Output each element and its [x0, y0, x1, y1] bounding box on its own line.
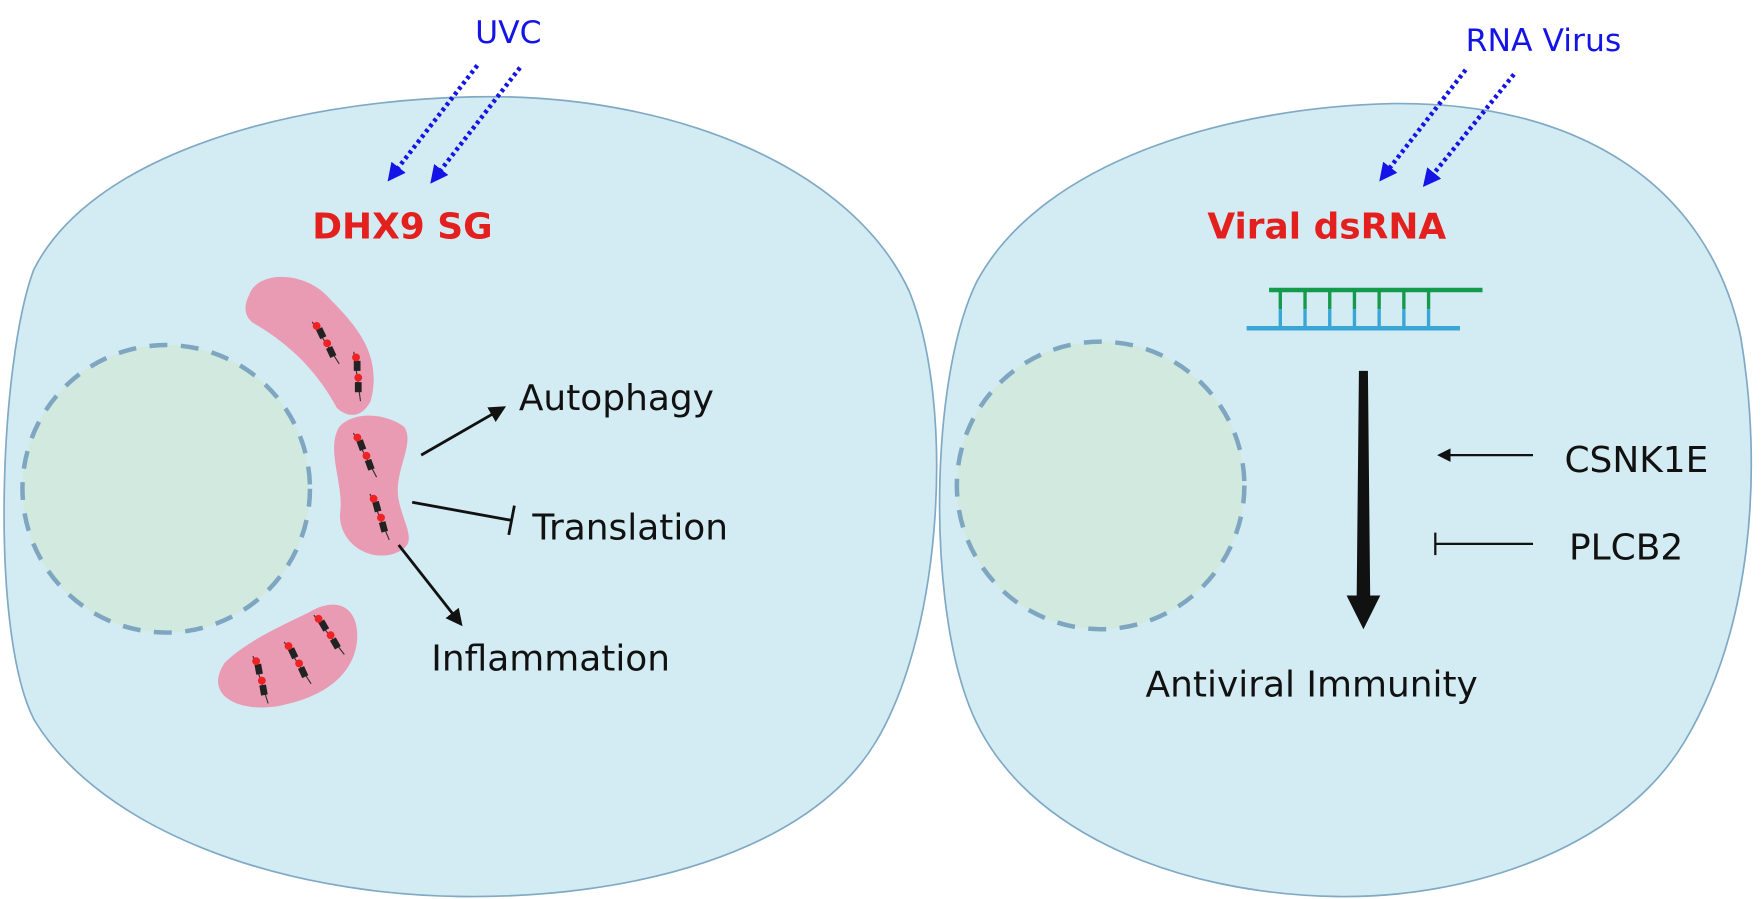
stress-granule — [218, 604, 358, 708]
virus-arrow-2 — [1422, 72, 1516, 187]
dsrna-icon — [1246, 287, 1483, 331]
activation-arrow-inflammation — [397, 544, 463, 627]
stimulus-label-rna-virus: RNA Virus — [1466, 23, 1622, 59]
regulator-csnk1e: CSNK1E — [1564, 440, 1708, 481]
uvc-arrow-1 — [387, 64, 480, 182]
main-pathway-arrow — [1346, 370, 1381, 630]
regulator-plcb2: PLCB2 — [1569, 528, 1683, 569]
inhibition-line-translation — [411, 500, 512, 522]
stimulus-label-uvc: UVC — [475, 15, 541, 51]
left-cell: UVC DHX9 SG Autophagy Translation Inflam… — [3, 15, 938, 898]
outcome-translation: Translation — [531, 507, 728, 548]
trigger-label-dhx9-sg: DHX9 SG — [312, 206, 492, 247]
outcome-autophagy: Autophagy — [519, 378, 714, 419]
nucleus — [20, 342, 313, 635]
right-cell: RNA Virus Viral dsRNA Antiviral Immunity — [938, 23, 1753, 898]
inhibition-bar-translation — [507, 505, 516, 536]
stress-granule — [245, 276, 374, 415]
outcome-antiviral-immunity: Antiviral Immunity — [1146, 665, 1478, 706]
stress-granule — [334, 415, 409, 556]
virus-arrow-1 — [1379, 68, 1468, 182]
outcome-inflammation: Inflammation — [431, 639, 670, 680]
activation-arrow-autophagy — [420, 406, 507, 457]
cell-membrane — [938, 102, 1753, 898]
nucleus — [954, 339, 1247, 632]
trigger-label-viral-dsrna: Viral dsRNA — [1207, 206, 1446, 247]
uvc-arrow-2 — [430, 66, 522, 184]
